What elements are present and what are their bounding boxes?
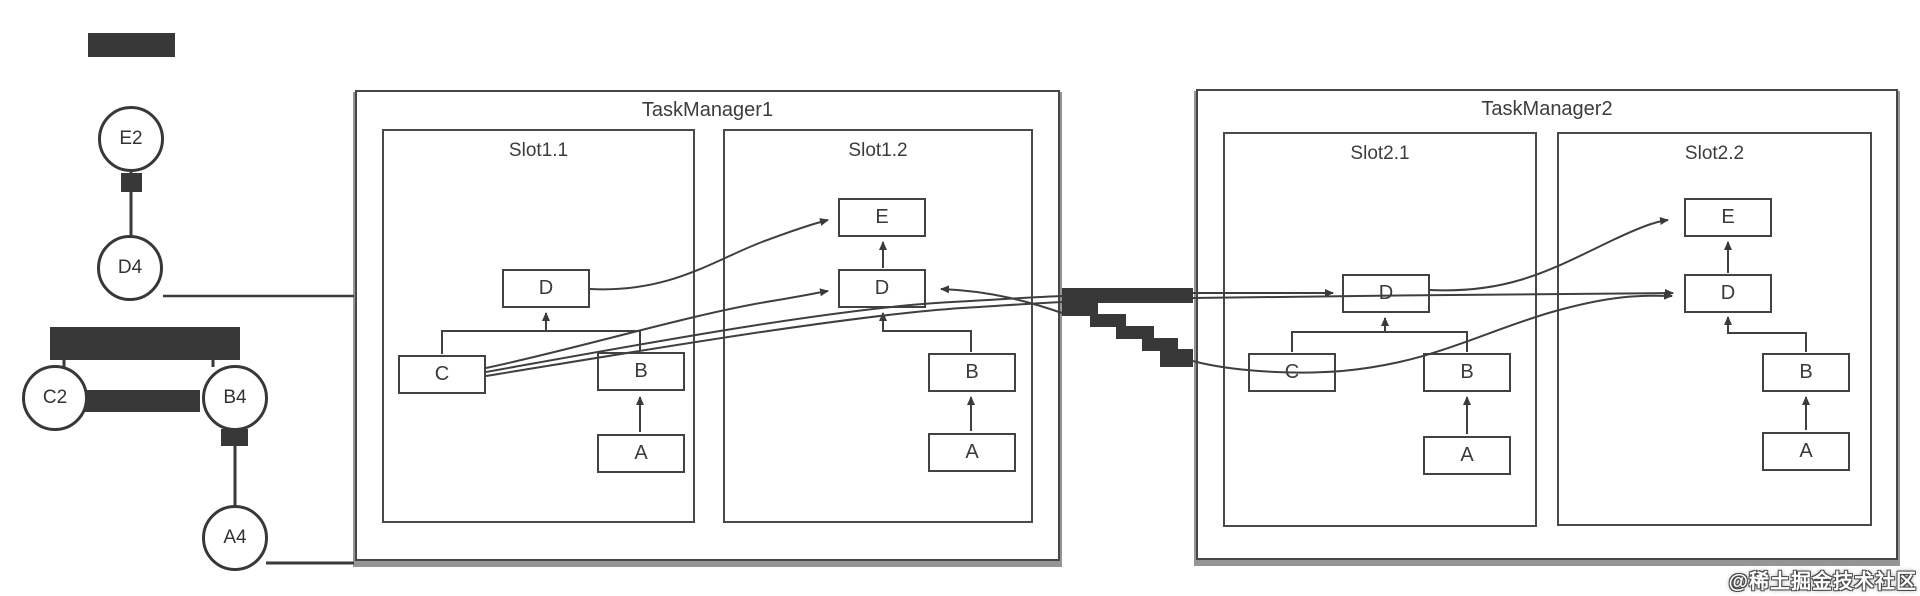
task-node-label: B	[634, 360, 648, 382]
slot-1-1-title: Slot1.1	[508, 140, 569, 161]
task-node-slot2-1-c: C	[1248, 353, 1336, 392]
task-node-slot1-2-b: B	[928, 353, 1016, 392]
task-node-label: A	[1460, 444, 1474, 466]
redacted-stair-step-4	[1142, 338, 1178, 351]
logical-node-a4: A4	[202, 505, 268, 571]
logical-node-b4: B4	[202, 365, 268, 431]
redacted-stair-step-2	[1090, 314, 1126, 327]
task-node-label: B	[1460, 361, 1474, 383]
task-node-label: B	[1799, 361, 1813, 383]
redacted-bar-below-d4	[50, 327, 240, 360]
logical-node-d4: D4	[97, 235, 163, 301]
redacted-stair-step-1	[1062, 303, 1098, 316]
redacted-bar-c2-b4	[85, 390, 200, 412]
task-node-slot1-1-d: D	[502, 269, 590, 308]
task-node-slot1-2-e: E	[838, 198, 926, 237]
task-node-label: E	[875, 206, 889, 228]
arrowhead-blob-b4	[221, 429, 248, 446]
task-node-label: A	[634, 442, 648, 464]
task-node-slot1-1-c: C	[398, 355, 486, 394]
task-node-slot2-1-b: B	[1423, 353, 1511, 392]
task-node-label: D	[538, 277, 554, 299]
logical-node-c2: C2	[22, 365, 88, 431]
task-node-slot2-1-a: A	[1423, 436, 1511, 475]
task-node-slot1-1-a: A	[597, 434, 685, 473]
task-node-slot2-2-e: E	[1684, 198, 1772, 237]
task-node-label: B	[965, 361, 979, 383]
logical-node-label: D4	[117, 257, 143, 278]
task-node-slot2-2-a: A	[1762, 432, 1850, 471]
redacted-stair-step-3	[1116, 326, 1154, 339]
task-node-slot2-2-d: D	[1684, 274, 1772, 313]
logical-node-e2: E2	[98, 106, 164, 172]
redacted-bar-horizontal	[1062, 288, 1193, 303]
task-node-label: D	[1378, 282, 1394, 304]
task-node-slot1-2-d: D	[838, 269, 926, 308]
logical-node-label: A4	[223, 527, 247, 548]
task-node-label: A	[1799, 440, 1813, 462]
slot-2-2-title: Slot2.2	[1684, 143, 1745, 164]
slot-2-1-title: Slot2.1	[1350, 143, 1410, 164]
task-node-label: D	[1720, 282, 1736, 304]
task-node-label: D	[874, 277, 890, 299]
taskmanager2-title: TaskManager2	[1481, 98, 1613, 120]
logical-graph-edges	[62, 172, 354, 565]
task-node-label: A	[965, 441, 979, 463]
logical-node-label: E2	[119, 128, 143, 149]
redacted-stair-step-5	[1160, 349, 1193, 367]
logical-node-label: B4	[223, 387, 247, 408]
arrowhead-blob-e2	[121, 173, 142, 192]
task-node-label: C	[434, 363, 450, 385]
logical-node-label: C2	[42, 387, 68, 408]
task-node-label: E	[1721, 206, 1735, 228]
redacted-bars-between-taskmanagers	[1062, 288, 1193, 367]
task-node-slot2-2-b: B	[1762, 353, 1850, 392]
redacted-label-bar-top	[88, 33, 175, 57]
slot-1-2-title: Slot1.2	[848, 140, 908, 161]
task-node-slot1-2-a: A	[928, 433, 1016, 472]
taskmanager1-title: TaskManager1	[641, 99, 774, 121]
juejin-watermark: @稀土掘金技术社区	[1728, 571, 1917, 593]
task-node-slot2-1-d: D	[1342, 274, 1430, 313]
task-node-label: C	[1284, 361, 1300, 383]
task-node-slot1-1-b: B	[597, 352, 685, 391]
